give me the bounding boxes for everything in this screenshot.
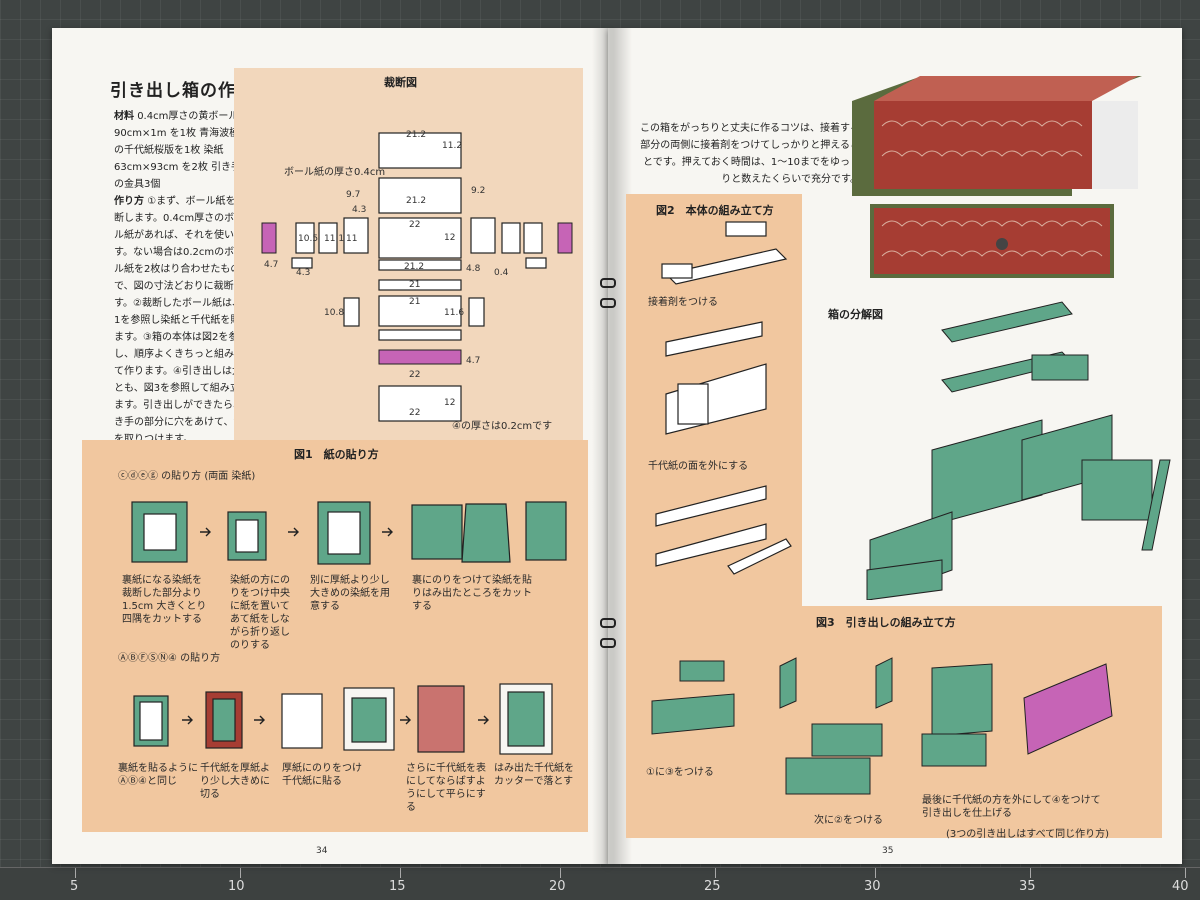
ruler-number: 20 [549, 879, 566, 894]
figure-1-illustrations [131, 501, 567, 755]
ruler-number: 40 [1172, 879, 1189, 894]
page-number: 34 [316, 846, 328, 856]
ruler-tick [875, 868, 876, 878]
figure-3-illustrations [651, 657, 1113, 795]
figure-2-illustrations [655, 221, 792, 575]
left-page: 引き出し箱の作り方 材料 0.4cm厚さの黄ボール紙90cm×1m を1枚 青海… [52, 28, 608, 864]
dimension-label: 11 [346, 234, 358, 244]
dimension-label: 22 [409, 370, 421, 380]
dimension-label: 21.2 [406, 130, 427, 140]
dimension-label: 4.8 [466, 264, 481, 274]
dimension-label: 21 [409, 280, 421, 290]
page-title: 引き出し箱の作り方 [110, 81, 272, 101]
dimension-label: 22 [409, 408, 421, 418]
page-number: 35 [882, 846, 894, 856]
figure-2-panel: 図2 本体の組み立て方 接着剤をつける 千代紙の面を外にする [626, 194, 802, 614]
ruler-tick [75, 868, 76, 878]
binding-staple [600, 278, 616, 288]
dimension-label: 4.3 [352, 205, 367, 215]
cutting-diagram-title: 裁断図 [384, 76, 417, 89]
ruler-number: 5 [70, 879, 79, 894]
figure-3-caption: (3つの引き出しはすべて同じ作り方) [946, 829, 1110, 840]
open-book: 引き出し箱の作り方 材料 0.4cm厚さの黄ボール紙90cm×1m を1枚 青海… [52, 28, 1182, 864]
figure-1-title: 図1 紙の貼り方 [294, 448, 379, 461]
board-thickness-note: ボール紙の厚さ0.4cm [284, 167, 386, 178]
figure-2-caption: 接着剤をつける [648, 297, 718, 308]
ruler-tick [1185, 868, 1186, 878]
gutter-shadow [592, 28, 632, 864]
dimension-label: 4.7 [466, 356, 481, 366]
dimension-label: 22 [409, 220, 421, 230]
ruler-number: 30 [864, 879, 881, 894]
figure-3-caption: 次に②をつける [814, 815, 883, 826]
figure-3-title: 図3 引き出しの組み立て方 [816, 616, 956, 629]
exploded-view [866, 301, 1171, 600]
figure-1-caption: 厚紙にのりをつけ千代紙に貼る [282, 763, 362, 787]
ruler-number: 25 [704, 879, 721, 894]
binding-staple [600, 298, 616, 308]
figure-1-caption: 裏にのりをつけて染紙を貼りはみ出たところをカットする [412, 575, 532, 612]
figure-1-caption: 裏紙になる染紙を裁断した部分より1.5cm 大きくとり四隅をカットする [122, 575, 207, 625]
figure-1-caption: さらに千代紙を表にしてならばすようにして平らにする [406, 763, 486, 813]
dimension-label: 10.8 [324, 308, 345, 318]
ruler: 5 10 15 20 25 30 35 40 [0, 867, 1200, 900]
dimension-label: 21.2 [404, 262, 425, 272]
figure-3-caption: ①に③をつける [646, 767, 714, 778]
cutting-diagram-panel: 裁断図 [234, 68, 583, 456]
figure-2-title: 図2 本体の組み立て方 [656, 204, 774, 217]
dimension-label: 9.7 [346, 190, 361, 200]
figure-1-row1-label: ⓒⓓⓔⓖ の貼り方 (両面 染紙) [118, 471, 256, 482]
cutting-diagram [261, 132, 573, 422]
dimension-label: 11.2 [442, 141, 463, 151]
figure-1-caption: はみ出た千代紙をカッターで落とす [494, 763, 574, 787]
dimension-label: 4.3 [296, 268, 311, 278]
figure-3-caption: 最後に千代紙の方を外にして④をつけて引き出しを仕上げる [922, 795, 1101, 819]
dimension-label: 11.1 [324, 234, 345, 244]
binding-staple [600, 638, 616, 648]
materials-label: 材料 [114, 111, 134, 122]
figure-1-caption: 別に厚紙より少し大きめの染紙を用意する [310, 575, 390, 612]
ruler-tick [240, 868, 241, 878]
figure-1-panel: 図1 紙の貼り方 ⓒⓓⓔⓖ の貼り方 (両面 染紙) ⒶⒷⒻⓈⓃ④ の貼り方 [82, 440, 588, 832]
finished-box-photo [852, 76, 1142, 278]
ruler-number: 35 [1019, 879, 1036, 894]
dimension-label: 4.7 [264, 260, 279, 270]
method-label: 作り方 [114, 196, 144, 207]
dimension-label: 9.2 [471, 186, 486, 196]
exploded-view-title: 箱の分解図 [828, 308, 883, 321]
thickness-note: ④の厚さは0.2cmです [452, 421, 553, 432]
ruler-number: 15 [389, 879, 406, 894]
figure-3-panel: 図3 引き出しの組み立て方 ①に③をつける 次に②をつける 最後に千代紙の方を外… [626, 606, 1162, 840]
dimension-label: 0.4 [494, 268, 509, 278]
binding-staple [600, 618, 616, 628]
dimension-label: 21.2 [406, 196, 427, 206]
figure-1-caption: 裏紙を貼るようにⒶⒷ④と同じ [118, 763, 198, 787]
ruler-number: 10 [228, 879, 245, 894]
figure-2-caption: 千代紙の面を外にする [648, 461, 749, 472]
dimension-label: 11.6 [444, 308, 465, 318]
ruler-tick [560, 868, 561, 878]
method-text: ①まず、ボール紙を裁断します。0.4cm厚さのボール紙があれば、それを使います。… [114, 196, 254, 445]
figure-1-caption: 千代紙を厚紙より少し大きめに切る [200, 763, 270, 800]
figure-1-caption: 染紙の方にのりをつけ中央に紙を置いてあて紙をしながら折り返しのりする [230, 575, 290, 651]
ruler-tick [715, 868, 716, 878]
dimension-label: 10.5 [298, 234, 319, 244]
dimension-label: 21 [409, 297, 421, 307]
materials-text: 0.4cm厚さの黄ボール紙90cm×1m を1枚 青海波模様の千代紙桜版を1枚 … [114, 111, 252, 190]
instructions-text: 材料 0.4cm厚さの黄ボール紙90cm×1m を1枚 青海波模様の千代紙桜版を… [114, 108, 254, 448]
figure-1-row2-label: ⒶⒷⒻⓈⓃ④ の貼り方 [118, 653, 221, 664]
dimension-label: 12 [444, 398, 456, 408]
ruler-tick [1030, 868, 1031, 878]
dimension-label: 12 [444, 233, 456, 243]
ruler-tick [400, 868, 401, 878]
right-intro-text: この箱をがっちりと丈夫に作るコツは、接着する部分の両側に接着剤をつけてしっかりと… [640, 123, 860, 185]
